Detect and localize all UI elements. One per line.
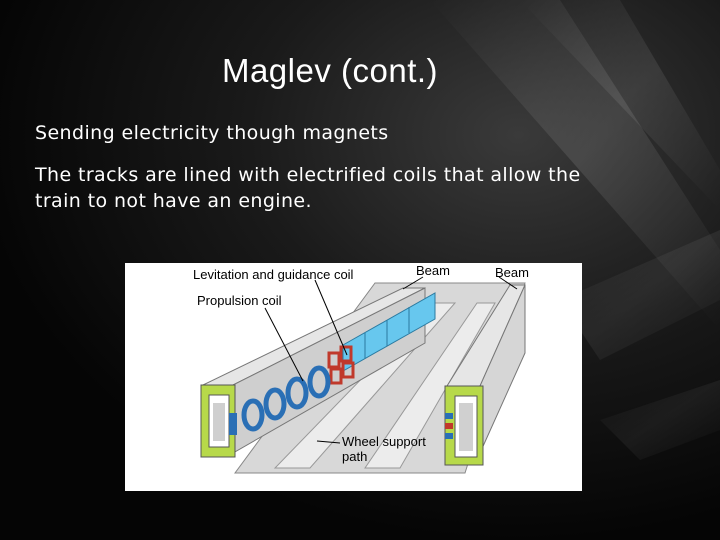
label-levitation-coil: Levitation and guidance coil bbox=[193, 267, 354, 282]
label-beam-2: Beam bbox=[495, 265, 529, 280]
slide-title: Maglev (cont.) bbox=[221, 52, 439, 89]
bullet-2: The tracks are lined with electrified co… bbox=[35, 164, 581, 212]
bullet-1: Sending electricity though magnets bbox=[35, 122, 389, 144]
label-wheel-support-2: path bbox=[342, 449, 367, 464]
label-propulsion-coil: Propulsion coil bbox=[197, 293, 282, 308]
levitation-guidance-coils bbox=[327, 345, 355, 385]
label-beam-1: Beam bbox=[416, 263, 450, 278]
wheel-support-path-right bbox=[364, 302, 496, 469]
label-wheel-support-1: Wheel support bbox=[342, 434, 426, 449]
maglev-track-diagram: Levitation and guidance coil Propulsion … bbox=[125, 263, 582, 491]
propulsion-coils bbox=[241, 365, 331, 432]
